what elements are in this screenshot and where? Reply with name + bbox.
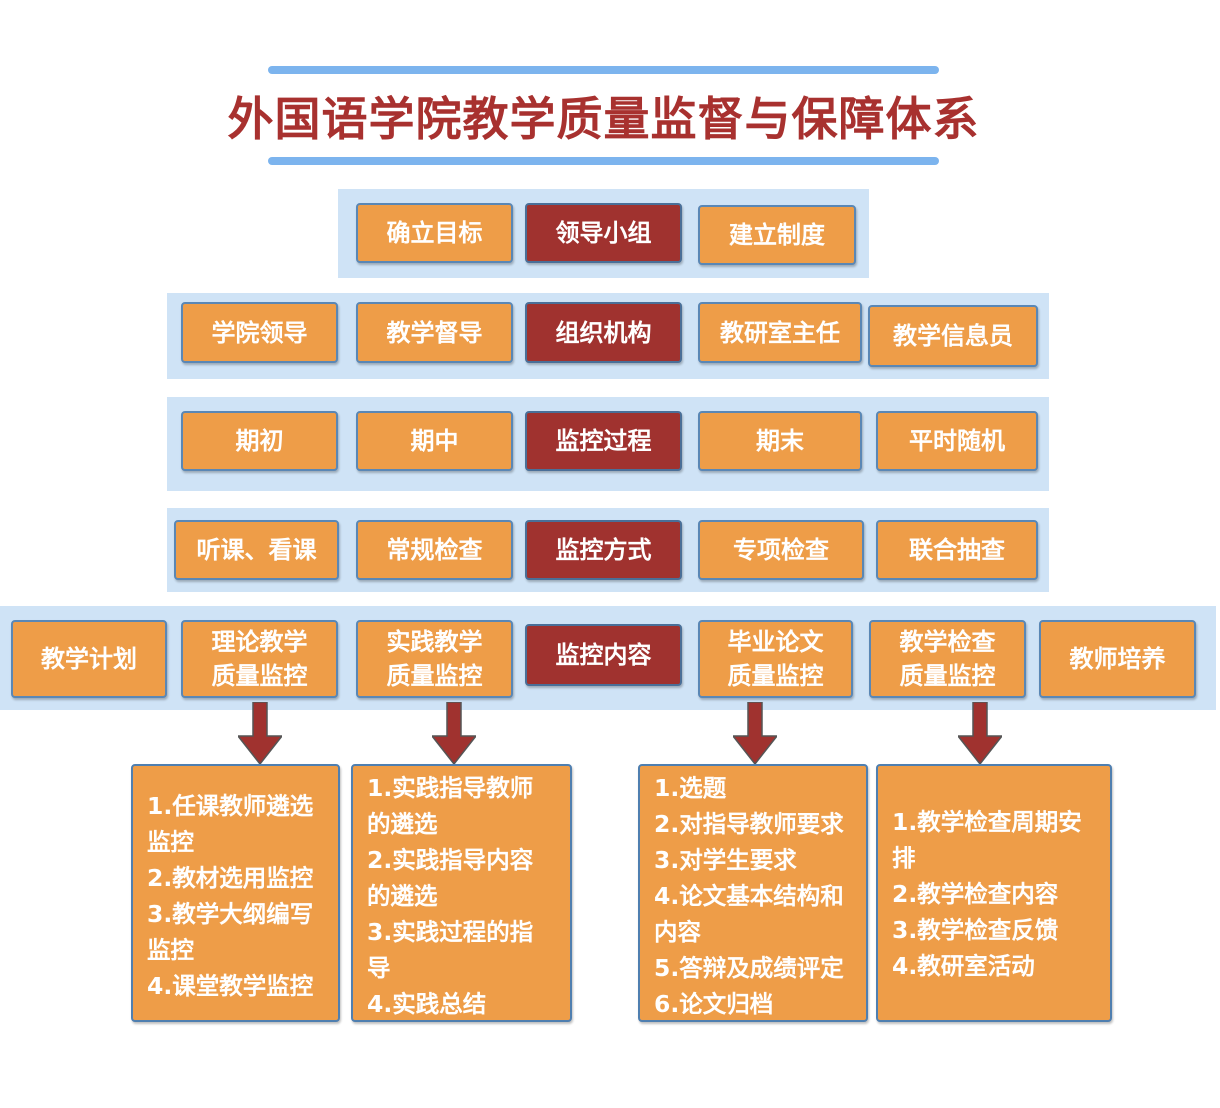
box-lecture-observation: 听课、看课 <box>174 520 339 580</box>
box-leadership-group: 领导小组 <box>525 203 682 263</box>
title-bar-bottom <box>268 157 939 165</box>
box-department-director: 教研室主任 <box>698 302 862 363</box>
detail-line: 4.实践总结 <box>367 990 487 1018</box>
detail-line: 2.实践指导内容 <box>367 846 534 874</box>
detail-line: 1.选题 <box>654 774 727 802</box>
detail-line: 2.教学检查内容 <box>892 880 1059 908</box>
down-arrow-icon <box>432 702 476 764</box>
box-term-start: 期初 <box>181 411 338 471</box>
detail-line: 1.教学检查周期安 <box>892 808 1082 836</box>
down-arrow-icon <box>958 702 1002 764</box>
box-set-goals: 确立目标 <box>356 203 513 263</box>
detail-line: 3.对学生要求 <box>654 846 797 874</box>
box-college-leaders: 学院领导 <box>181 302 338 363</box>
detail-line: 4.课堂教学监控 <box>147 972 314 1000</box>
detail-line: 的遴选 <box>367 810 438 838</box>
box-inspection-quality: 教学检查 质量监控 <box>869 620 1026 698</box>
box-thesis-quality: 毕业论文 质量监控 <box>698 620 853 698</box>
down-arrow-icon <box>733 702 777 764</box>
box-theory-quality: 理论教学 质量监控 <box>181 620 338 698</box>
detail-line: 监控 <box>147 828 194 856</box>
detail-line: 2.对指导教师要求 <box>654 810 844 838</box>
box-term-end: 期末 <box>698 411 862 471</box>
box-establish-system: 建立制度 <box>698 205 856 265</box>
box-random-daily: 平时随机 <box>876 411 1038 471</box>
box-joint-spot-check: 联合抽查 <box>876 520 1038 580</box>
detail-line: 内容 <box>654 918 701 946</box>
detail-line: 2.教材选用监控 <box>147 864 314 892</box>
detail-line: 监控 <box>147 936 194 964</box>
box-teaching-supervision: 教学督导 <box>356 302 513 363</box>
detail-box-theory: 1.任课教师遴选 监控 2.教材选用监控 3.教学大纲编写 监控 4.课堂教学监… <box>131 764 340 1022</box>
page-title: 外国语学院教学质量监督与保障体系 <box>227 92 980 146</box>
box-teaching-informant: 教学信息员 <box>868 305 1038 367</box>
box-teacher-training: 教师培养 <box>1039 620 1196 698</box>
box-monitoring-content: 监控内容 <box>525 624 682 686</box>
detail-line: 3.实践过程的指 <box>367 918 534 946</box>
detail-line: 的遴选 <box>367 882 438 910</box>
box-special-inspection: 专项检查 <box>698 520 864 580</box>
detail-line: 4.论文基本结构和 <box>654 882 844 910</box>
down-arrow-icon <box>238 702 282 764</box>
box-organization: 组织机构 <box>525 302 682 363</box>
box-practice-quality: 实践教学 质量监控 <box>356 620 513 698</box>
box-monitoring-process: 监控过程 <box>525 411 682 471</box>
box-teaching-plan: 教学计划 <box>11 620 167 698</box>
detail-box-thesis: 1.选题 2.对指导教师要求 3.对学生要求 4.论文基本结构和 内容 5.答辩… <box>638 764 868 1022</box>
detail-line: 6.论文归档 <box>654 990 774 1018</box>
detail-line: 3.教学大纲编写 <box>147 900 314 928</box>
detail-line: 1.任课教师遴选 <box>147 792 314 820</box>
detail-box-practice: 1.实践指导教师 的遴选 2.实践指导内容 的遴选 3.实践过程的指 导 4.实… <box>351 764 572 1022</box>
title-bar-top <box>268 66 939 74</box>
box-monitoring-method: 监控方式 <box>525 520 682 580</box>
box-mid-term: 期中 <box>356 411 513 471</box>
title-banner: 外国语学院教学质量监督与保障体系 <box>227 66 980 165</box>
detail-line: 导 <box>367 954 391 982</box>
detail-box-inspection: 1.教学检查周期安 排 2.教学检查内容 3.教学检查反馈 4.教研室活动 <box>876 764 1112 1022</box>
detail-line: 排 <box>892 844 916 872</box>
box-routine-inspection: 常规检查 <box>356 520 513 580</box>
detail-line: 3.教学检查反馈 <box>892 916 1059 944</box>
detail-line: 5.答辩及成绩评定 <box>654 954 844 982</box>
detail-line: 4.教研室活动 <box>892 952 1035 980</box>
detail-line: 1.实践指导教师 <box>367 774 534 802</box>
